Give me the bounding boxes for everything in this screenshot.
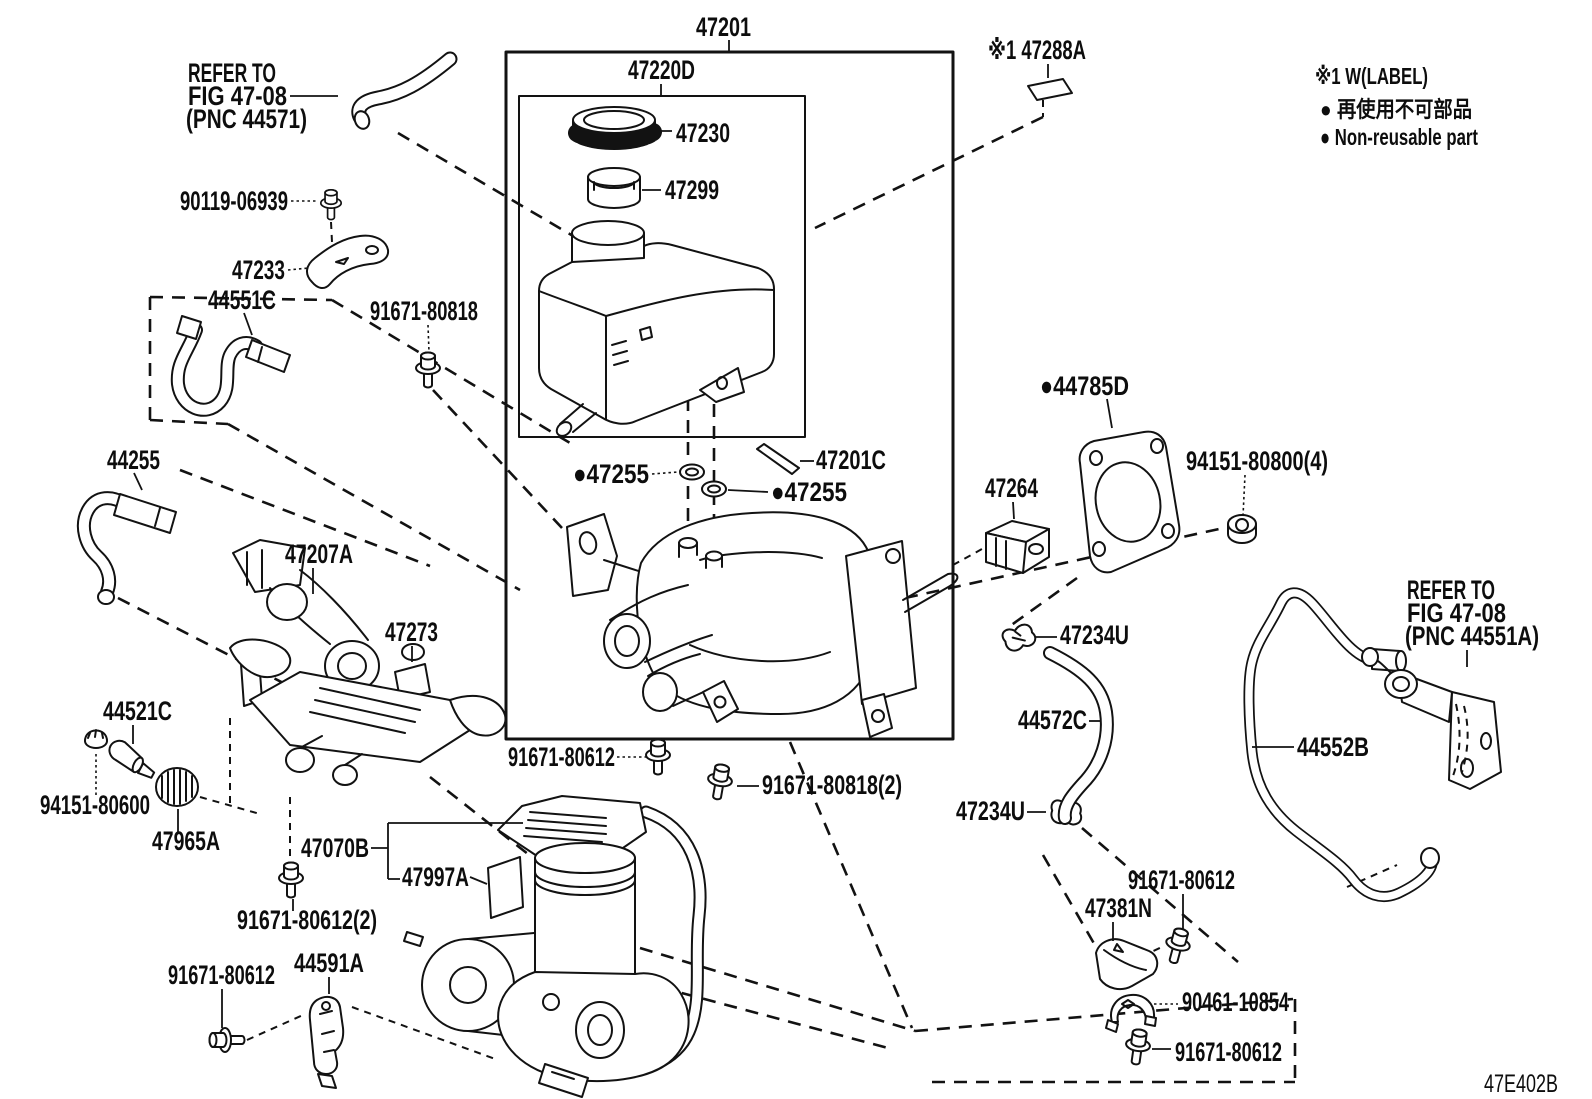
part-valve-manifold — [229, 638, 507, 786]
label-47997a: 47997A — [402, 862, 469, 892]
label-47220d: 47220D — [628, 55, 695, 85]
part-44591a-bracket — [308, 995, 345, 1089]
label-91671-80612-bottom: 91671-80612 — [1175, 1037, 1282, 1067]
part-47070b-pump — [403, 795, 707, 1098]
part-94151-80600-nut — [84, 729, 108, 749]
label-47255-right: ●47255 — [771, 477, 847, 507]
label-47288a: ※1 47288A — [988, 35, 1086, 65]
label-ref-44551a-2: FIG 47-08 — [1407, 598, 1506, 628]
part-brake-actuator-assembly — [566, 511, 959, 738]
label-91671-80612-right: 91671-80612 — [1128, 865, 1235, 895]
label-91671-80818-2: 91671-80818(2) — [762, 770, 902, 800]
label-44591a: 44591A — [294, 948, 364, 978]
part-90119-06939-bolt — [319, 188, 343, 221]
part-47255-grommet-right — [701, 480, 727, 498]
label-47201c: 47201C — [816, 445, 886, 475]
label-91671-80818: 91671-80818 — [370, 296, 478, 326]
label-90119-06939: 90119-06939 — [180, 186, 288, 216]
label-47255-left: ●47255 — [573, 459, 649, 489]
legend-non-reusable-en: ● Non-reusable part — [1320, 124, 1478, 150]
part-47234u-clip-upper — [1000, 621, 1039, 654]
label-91671-80612-left: 91671-80612 — [168, 960, 275, 990]
part-91671-80818-bolt — [415, 351, 441, 389]
label-ref-44571-3: (PNC 44571) — [186, 104, 307, 134]
legend-non-reusable-jp: ● 再使用不可部品 — [1320, 97, 1472, 122]
part-90461-10854-clamp — [1105, 993, 1157, 1033]
part-44571-hose — [351, 51, 458, 130]
label-47965a: 47965A — [152, 826, 220, 856]
part-91671-80818-2-bolt — [703, 761, 736, 803]
part-47997a-plate — [487, 856, 524, 919]
label-ref-44571-1: REFER TO — [188, 58, 276, 88]
label-47273: 47273 — [385, 617, 438, 647]
part-91671-80612-2-bolt — [278, 861, 304, 899]
part-47381n-bracket — [1095, 938, 1159, 991]
part-44551c-hose — [170, 315, 291, 417]
label-94151-80600: 94151-80600 — [40, 790, 150, 820]
part-44572c-hose — [1043, 646, 1114, 825]
part-44521c-screw — [108, 739, 156, 779]
callout-labels: 47201 47220D 47230 47299 REFER TO FIG 47… — [40, 12, 1539, 1067]
label-47201: 47201 — [696, 12, 751, 42]
part-47288a-sticker — [1027, 78, 1073, 101]
label-91671-80612-top: 91671-80612 — [508, 742, 615, 772]
label-47207a: 47207A — [285, 539, 353, 569]
label-47070b: 47070B — [301, 833, 369, 863]
label-44551c: 44551C — [208, 285, 276, 315]
part-47299-ring — [587, 167, 641, 209]
part-47264-bracket — [985, 520, 1050, 574]
part-44551a-bracket — [1361, 647, 1502, 790]
construction-lines — [117, 100, 1398, 1084]
part-91671-80612-bolt-top — [645, 738, 671, 776]
part-47220d-reservoir — [538, 220, 775, 437]
label-44572c: 44572C — [1018, 705, 1087, 735]
figure-code: 47E402B — [1484, 1070, 1558, 1098]
part-47230-cap — [568, 106, 662, 150]
part-44785d-gasket — [1078, 430, 1181, 574]
part-91671-80612-bolt-bottom — [1122, 1026, 1154, 1067]
part-47233-bracket — [306, 234, 390, 290]
label-94151-80800: 94151-80800(4) — [1186, 446, 1328, 476]
label-44521c: 44521C — [103, 696, 172, 726]
part-44552b-pipe — [1243, 587, 1440, 902]
label-47230: 47230 — [676, 118, 730, 148]
label-ref-44551a-1: REFER TO — [1407, 575, 1495, 605]
label-44552b: 44552B — [1297, 732, 1369, 762]
label-ref-44571-2: FIG 47-08 — [188, 81, 287, 111]
part-94151-80800-nut — [1227, 514, 1257, 544]
part-47255-grommet-left — [679, 463, 705, 481]
sub-box-47220d — [518, 95, 806, 438]
label-47264: 47264 — [985, 473, 1038, 503]
label-47233: 47233 — [232, 255, 285, 285]
leader-lines — [95, 40, 1468, 1050]
part-91671-80612-bolt-right — [1160, 924, 1195, 967]
part-44255-hose — [76, 491, 177, 605]
label-44785d: ●44785D — [1040, 371, 1129, 401]
label-47299: 47299 — [665, 175, 719, 205]
part-47965a-cap — [155, 767, 199, 807]
label-44255: 44255 — [107, 445, 160, 475]
label-ref-44551a-3: (PNC 44551A) — [1405, 621, 1539, 651]
label-47234u-lower: 47234U — [956, 796, 1025, 826]
legend-label-note: ※1 W(LABEL) — [1315, 63, 1428, 89]
part-47201c-pin — [756, 443, 800, 475]
part-91671-80612-bolt-left — [208, 1027, 246, 1053]
label-47234u-upper: 47234U — [1060, 620, 1129, 650]
legend: ※1 W(LABEL) ● 再使用不可部品 ● Non-reusable par… — [1315, 63, 1478, 150]
label-90461-10854: 90461-10854 — [1182, 987, 1289, 1017]
label-91671-80612-2: 91671-80612(2) — [237, 905, 377, 935]
label-47381n: 47381N — [1085, 893, 1152, 923]
